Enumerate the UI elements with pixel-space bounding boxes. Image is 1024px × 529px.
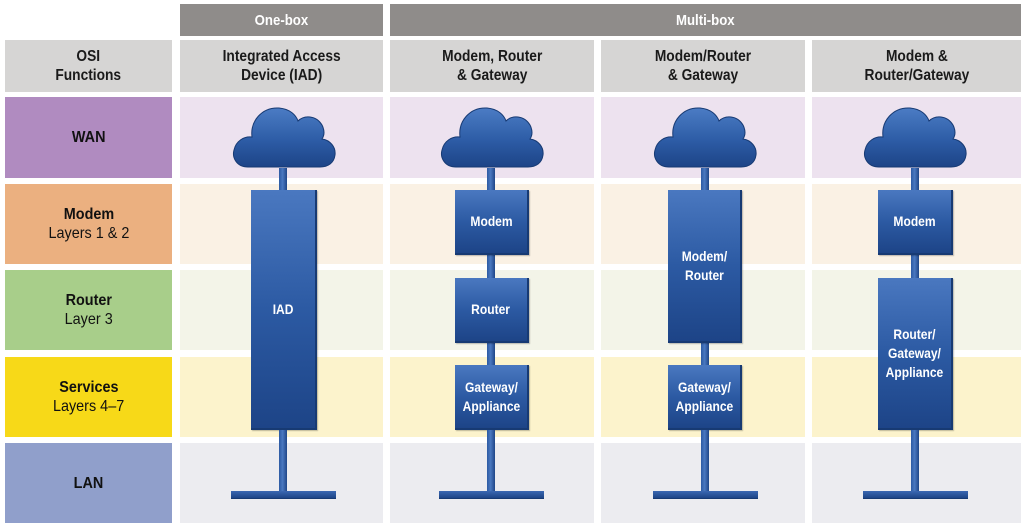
row-label-router: Router Layer 3 [5,270,172,350]
column-header-modem-routergateway: Modem & Router/Gateway [812,40,1021,92]
group-header-multi-box-label: Multi-box [676,11,735,29]
device-modem: Modem [455,190,529,255]
device-label: Modem [893,213,936,229]
device-label: Router/ Gateway/ Appliance [885,325,944,380]
device-label: IAD [272,300,294,317]
cloud-icon [864,107,967,168]
connector-line [487,430,495,492]
device-modem: Modem [878,190,953,255]
column-header-label: Modem & Router/Gateway [864,48,969,84]
column-header-osi-functions: OSI Functions [5,40,172,92]
row-subtitle: Layer 3 [64,311,113,328]
connector-line [701,430,709,492]
group-header-multi-box: Multi-box [390,4,1021,36]
connector-line [911,430,919,492]
connector-line [279,430,287,492]
device-label: Router [471,301,511,317]
network-bus-icon [863,491,968,499]
row-title: Services [58,379,119,396]
device-label: Gateway/ Appliance [675,378,733,414]
device-gateway-appliance: Gateway/ Appliance [455,365,529,430]
row-label-lan: LAN [5,443,172,523]
device-label: Modem [469,213,513,229]
row-subtitle: Layers 4–7 [52,398,125,415]
network-bus-icon [439,491,544,499]
column-header-modemrouter-gateway: Modem/Router & Gateway [601,40,805,92]
connector-line [279,168,287,191]
cloud-icon [233,107,336,168]
row-label-modem: Modem Layers 1 & 2 [5,184,172,264]
device-router-gateway-appliance: Router/ Gateway/ Appliance [878,278,953,430]
row-title: LAN [73,474,104,492]
column-header-label: OSI Functions [55,48,122,84]
device-modem-router: Modem/ Router [668,190,742,343]
row-title: Router [65,292,112,309]
group-header-one-box-label: One-box [254,11,309,29]
column-header-iad: Integrated Access Device (IAD) [180,40,383,92]
network-bus-icon [653,491,758,499]
device-router: Router [455,278,529,343]
row-subtitle: Layers 1 & 2 [48,225,129,242]
device-gateway-appliance: Gateway/ Appliance [668,365,742,430]
column-header-modem-router-gateway: Modem, Router & Gateway [390,40,594,92]
row-title: WAN [71,129,106,146]
device-iad: IAD [251,190,317,430]
device-label: Modem/ Router [681,247,727,283]
row-label-wan: WAN [5,97,172,178]
cloud-icon [654,107,757,168]
group-header-one-box: One-box [180,4,383,36]
column-header-label: Modem/Router & Gateway [654,48,752,84]
row-title: Modem [63,206,114,223]
network-bus-icon [231,491,336,499]
row-label-services: Services Layers 4–7 [5,357,172,437]
device-label: Gateway/ Appliance [462,378,520,414]
column-header-label: Integrated Access Device (IAD) [222,48,341,84]
cloud-icon [441,107,544,168]
column-header-label: Modem, Router & Gateway [441,48,543,84]
